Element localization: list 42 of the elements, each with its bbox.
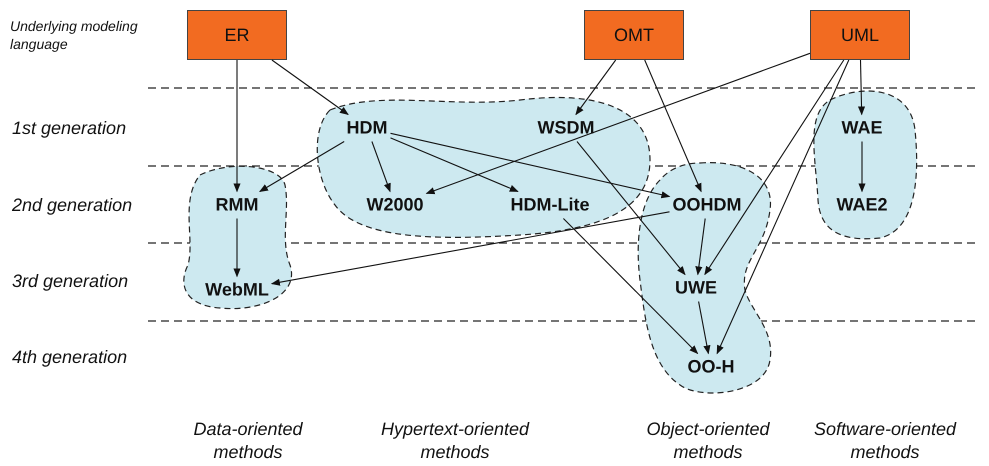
method-name: WSDM: [538, 118, 594, 138]
row-header-note: Underlying modeling language: [10, 18, 139, 53]
arrow: [426, 52, 810, 194]
arrow: [390, 137, 519, 192]
modeling-language-box: ER: [187, 10, 287, 60]
arrow: [575, 60, 616, 116]
method-name: WebML: [205, 280, 269, 300]
arrow: [716, 60, 850, 354]
arrow: [233, 60, 241, 192]
arrow: [563, 218, 698, 354]
method-name: WAE2: [836, 194, 888, 216]
method-name: OOHDM: [672, 194, 742, 216]
modeling-language-box: UML: [810, 10, 910, 60]
column-label: Data-oriented methods: [192, 418, 304, 463]
row-label: 4th generation: [12, 346, 128, 368]
method-name: RMM: [216, 194, 258, 216]
arrow: [270, 211, 670, 286]
arrow: [698, 301, 710, 354]
method-name: UWE: [675, 278, 717, 298]
row-label: 1st generation: [12, 117, 126, 140]
column-label: Software-oriented methods: [812, 418, 958, 463]
row-label: 2nd generation: [12, 194, 132, 216]
method-name: HDM-Lite: [510, 194, 590, 216]
arrow: [272, 60, 349, 116]
arrow: [390, 132, 670, 198]
method-name: HDM: [346, 118, 388, 138]
method-name: OO-H: [688, 356, 734, 378]
arrow: [233, 218, 241, 278]
row-label: 3rd generation: [12, 270, 128, 292]
method-name: WAE: [842, 118, 882, 138]
arrow: [704, 60, 844, 276]
arrow: [371, 141, 391, 192]
arrow: [695, 218, 706, 276]
arrow: [644, 60, 702, 192]
column-label: Hypertext-oriented methods: [380, 418, 530, 463]
arrow: [259, 141, 344, 192]
arrow: [858, 60, 866, 116]
column-label: Object-oriented methods: [645, 418, 771, 463]
arrow: [858, 142, 866, 192]
method-name: W2000: [366, 194, 424, 216]
modeling-language-box: OMT: [584, 10, 684, 60]
arrow: [576, 141, 686, 276]
